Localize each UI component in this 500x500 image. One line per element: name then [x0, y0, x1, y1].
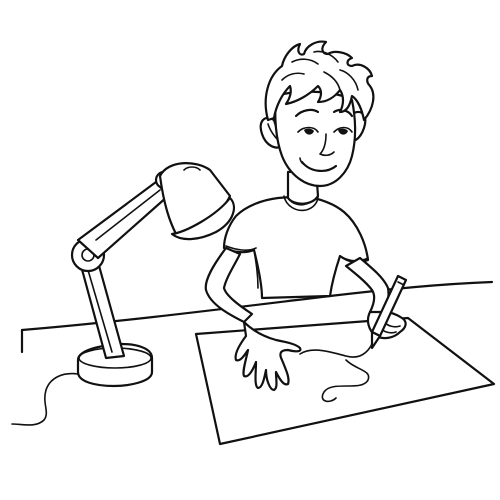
boy-left-hand: [234, 320, 302, 392]
pencil-band: [397, 281, 405, 286]
boy-hair-strand-2: [313, 50, 339, 63]
lamp-lower-arm: [78, 260, 126, 360]
boy-nose: [319, 133, 335, 157]
boy-shirt-side-fold: [253, 249, 259, 289]
boy-hair-strand-5: [323, 71, 341, 91]
boy-left-eye: [297, 126, 319, 135]
boy-left-sleeve-hem: [225, 245, 257, 251]
lamp-shade-rim: [170, 196, 235, 241]
boy-hair-strand-1: [291, 58, 319, 65]
paper-sheet: [194, 316, 496, 446]
boy-hair-strand-4: [281, 72, 305, 81]
boy-tshirt: [222, 194, 370, 300]
lamp-power-cord: [11, 372, 79, 426]
pencil-tip: [370, 330, 382, 350]
boy-left-arm: [204, 246, 254, 324]
lamp-shade-top: [183, 166, 201, 171]
pencil: [370, 274, 408, 350]
boy-left-eyebrow: [294, 108, 320, 118]
boy-tshirt-collar: [283, 195, 319, 212]
boy-smile-dimple: [299, 157, 305, 165]
boy-hair-strand-3: [339, 69, 359, 91]
boy-right-eye: [333, 126, 353, 135]
drawing-paper: [194, 316, 496, 446]
lamp-lower-arm-line: [87, 269, 113, 353]
desk-lamp: [11, 162, 235, 426]
lamp-upper-arm-line: [95, 189, 161, 241]
boy: [204, 40, 408, 392]
paper-squiggle-drawing: [299, 343, 373, 403]
